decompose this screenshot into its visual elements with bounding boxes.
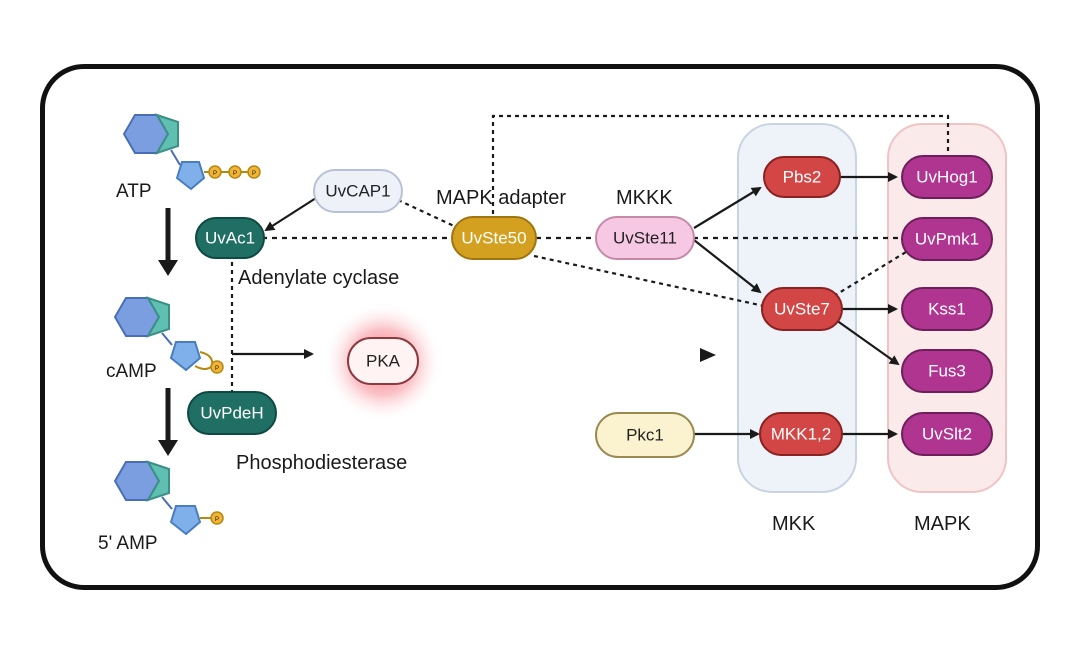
atp-molecule-icon: P P P	[122, 113, 261, 191]
node-fus3: Fus3	[901, 349, 993, 393]
pka-to-mkk-faded-arrow	[458, 348, 716, 362]
camp-label: cAMP	[106, 361, 157, 382]
mkk-label: MKK	[772, 513, 816, 535]
node-uvhog1-label: UvHog1	[916, 168, 977, 187]
ste11-to-pbs2-arrow	[693, 186, 762, 229]
node-uvpmk1: UvPmk1	[901, 217, 993, 261]
adenylate-cyclase-label: Adenylate cyclase	[238, 267, 399, 289]
mapk-adapter-label: MAPK adapter	[436, 187, 566, 209]
phosphate-amp: P	[215, 517, 219, 523]
node-fus3-label: Fus3	[928, 362, 966, 381]
node-uvcap1-label: UvCAP1	[325, 182, 390, 201]
node-pbs2-label: Pbs2	[783, 168, 822, 187]
phosphodiesterase-label: Phosphodiesterase	[236, 452, 407, 474]
node-uvste50-label: UvSte50	[461, 229, 526, 248]
node-uvste50: UvSte50	[451, 216, 537, 260]
node-uvste11: UvSte11	[595, 216, 695, 260]
node-uvac1-label: UvAc1	[205, 229, 255, 248]
node-mkk12: MKK1,2	[759, 412, 843, 456]
node-pkc1: Pkc1	[595, 412, 695, 458]
phosphate-2: P	[233, 171, 237, 177]
camp-molecule-icon: P	[113, 296, 224, 374]
cap1-to-ac1-arrow	[264, 197, 317, 232]
node-uvhog1: UvHog1	[901, 155, 993, 199]
atp-to-camp-arrow	[158, 208, 178, 276]
diagram-frame	[40, 64, 1040, 590]
node-uvste7: UvSte7	[761, 287, 843, 331]
ste50-hog1-dashed-link	[491, 114, 950, 222]
mkkk-label: MKKK	[616, 187, 673, 209]
node-uvac1: UvAc1	[195, 217, 265, 259]
mapk-label: MAPK	[914, 513, 971, 535]
amp-molecule-icon: P	[113, 460, 224, 536]
cap1-ste50-dashed-link	[397, 199, 455, 227]
node-uvste7-label: UvSte7	[774, 300, 830, 319]
node-uvpdeh: UvPdeH	[187, 391, 277, 435]
node-uvcap1: UvCAP1	[313, 169, 403, 213]
atp-label: ATP	[116, 181, 152, 202]
node-pka: PKA	[347, 337, 419, 385]
ste11-to-ste7-arrow	[693, 239, 762, 294]
node-uvslt2: UvSlt2	[901, 412, 993, 456]
phosphate-camp: P	[215, 366, 219, 372]
node-pkc1-label: Pkc1	[626, 426, 664, 445]
camp-to-amp-arrow	[158, 388, 178, 456]
node-pka-label: PKA	[366, 352, 401, 371]
phosphate-3: P	[252, 171, 256, 177]
node-uvpmk1-label: UvPmk1	[915, 230, 979, 249]
node-uvste11-label: UvSte11	[613, 229, 677, 248]
ste7-pmk1-dashed-link	[833, 251, 907, 297]
node-kss1-label: Kss1	[928, 300, 966, 319]
node-kss1: Kss1	[901, 287, 993, 331]
ste7-to-fus3-arrow	[835, 319, 900, 366]
node-uvpdeh-label: UvPdeH	[200, 404, 263, 423]
amp-label: 5' AMP	[98, 533, 158, 554]
node-mkk12-label: MKK1,2	[771, 425, 831, 444]
phosphate-1: P	[213, 171, 217, 177]
ste50-ste7-dashed-link	[533, 254, 765, 308]
node-pbs2: Pbs2	[763, 156, 841, 198]
node-uvslt2-label: UvSlt2	[922, 425, 972, 444]
